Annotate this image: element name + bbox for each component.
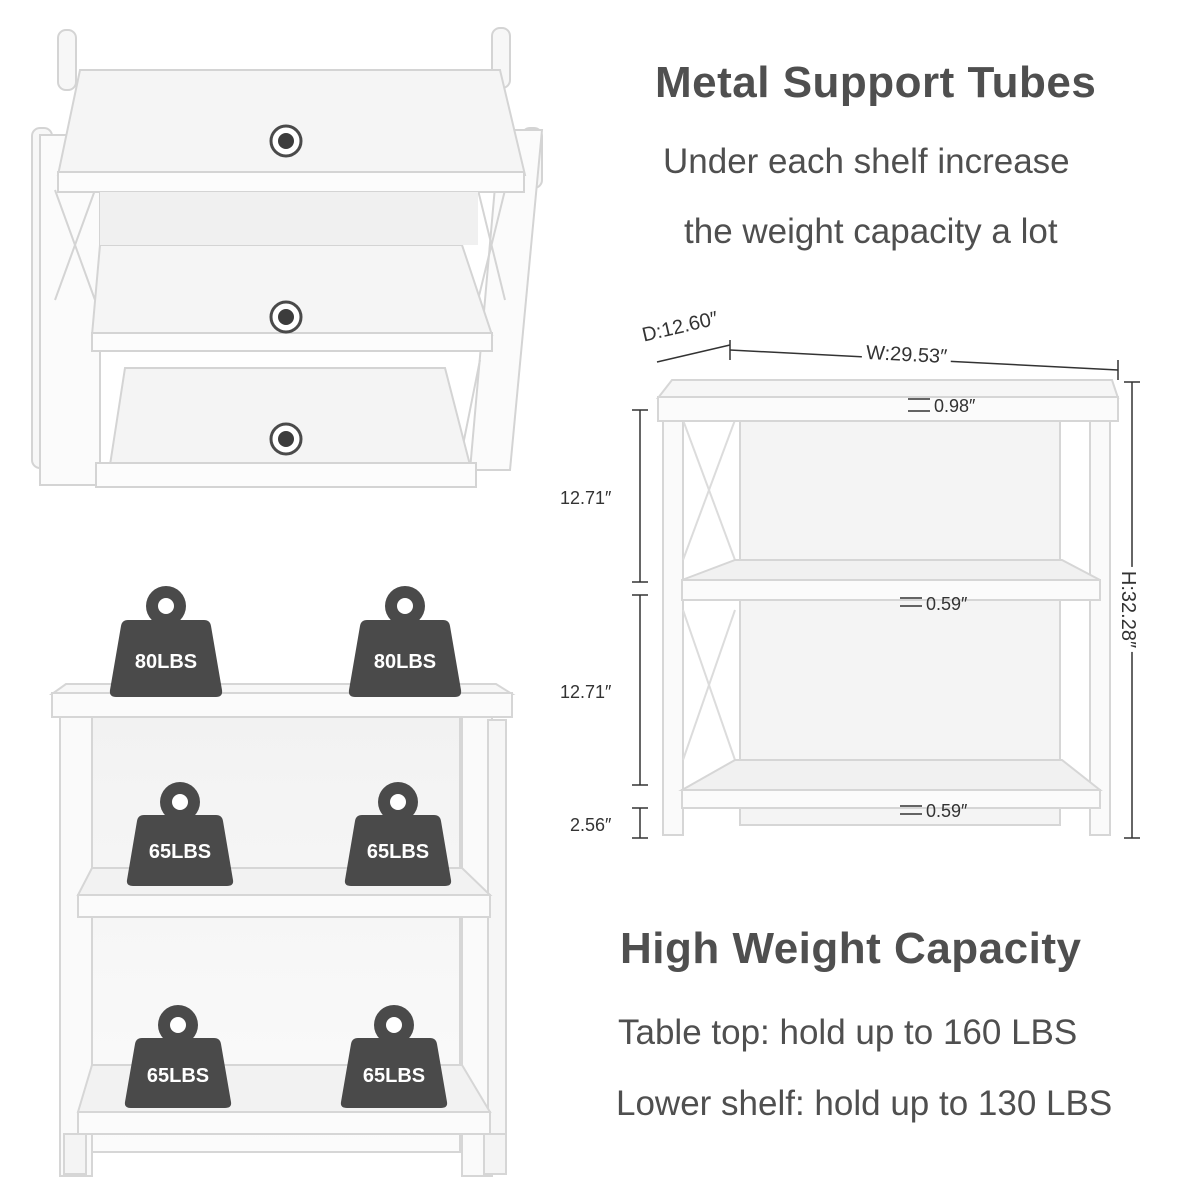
weight-label: 80LBS <box>135 651 197 673</box>
height-label: H:32.28″ <box>1116 566 1140 653</box>
dimension-diagram-shelf <box>655 379 1120 836</box>
weight-icon-bottom-left: 65LBS <box>124 1005 232 1108</box>
bottom-shelf-thickness-label: 0.59″ <box>926 801 968 821</box>
weight-icon-mid-left: 65LBS <box>126 782 234 886</box>
weight-icon-mid-right: 65LBS <box>344 782 452 886</box>
upper-gap-label: 12.71″ <box>560 488 612 508</box>
weight-label: 65LBS <box>363 1065 425 1087</box>
width-label: W:29.53″ <box>861 341 952 370</box>
support-tubes-line1: Under each shelf increase <box>663 142 1070 181</box>
mid-shelf-thickness-label: 0.59″ <box>926 594 968 614</box>
weight-capacity-title: High Weight Capacity <box>620 924 1082 973</box>
underside-view-shelf <box>31 27 544 488</box>
lower-shelf-capacity: Lower shelf: hold up to 130 LBS <box>616 1084 1113 1123</box>
weight-label: 65LBS <box>367 841 429 863</box>
weight-label: 80LBS <box>374 651 436 673</box>
table-top-capacity: Table top: hold up to 160 LBS <box>618 1013 1078 1052</box>
weight-icon-top-right: 80LBS <box>348 586 462 697</box>
weight-icon-bottom-right: 65LBS <box>340 1005 448 1108</box>
weight-icon-top-left: 80LBS <box>109 586 223 697</box>
support-tubes-title: Metal Support Tubes <box>655 58 1097 107</box>
weight-label: 65LBS <box>147 1065 209 1087</box>
top-thickness-label: 0.98″ <box>934 396 976 416</box>
weight-label: 65LBS <box>149 841 211 863</box>
support-tube-markers <box>269 124 303 456</box>
lower-gap-label: 12.71″ <box>560 682 612 702</box>
leg-clearance-label: 2.56″ <box>570 815 612 835</box>
support-tubes-line2: the weight capacity a lot <box>684 212 1058 251</box>
